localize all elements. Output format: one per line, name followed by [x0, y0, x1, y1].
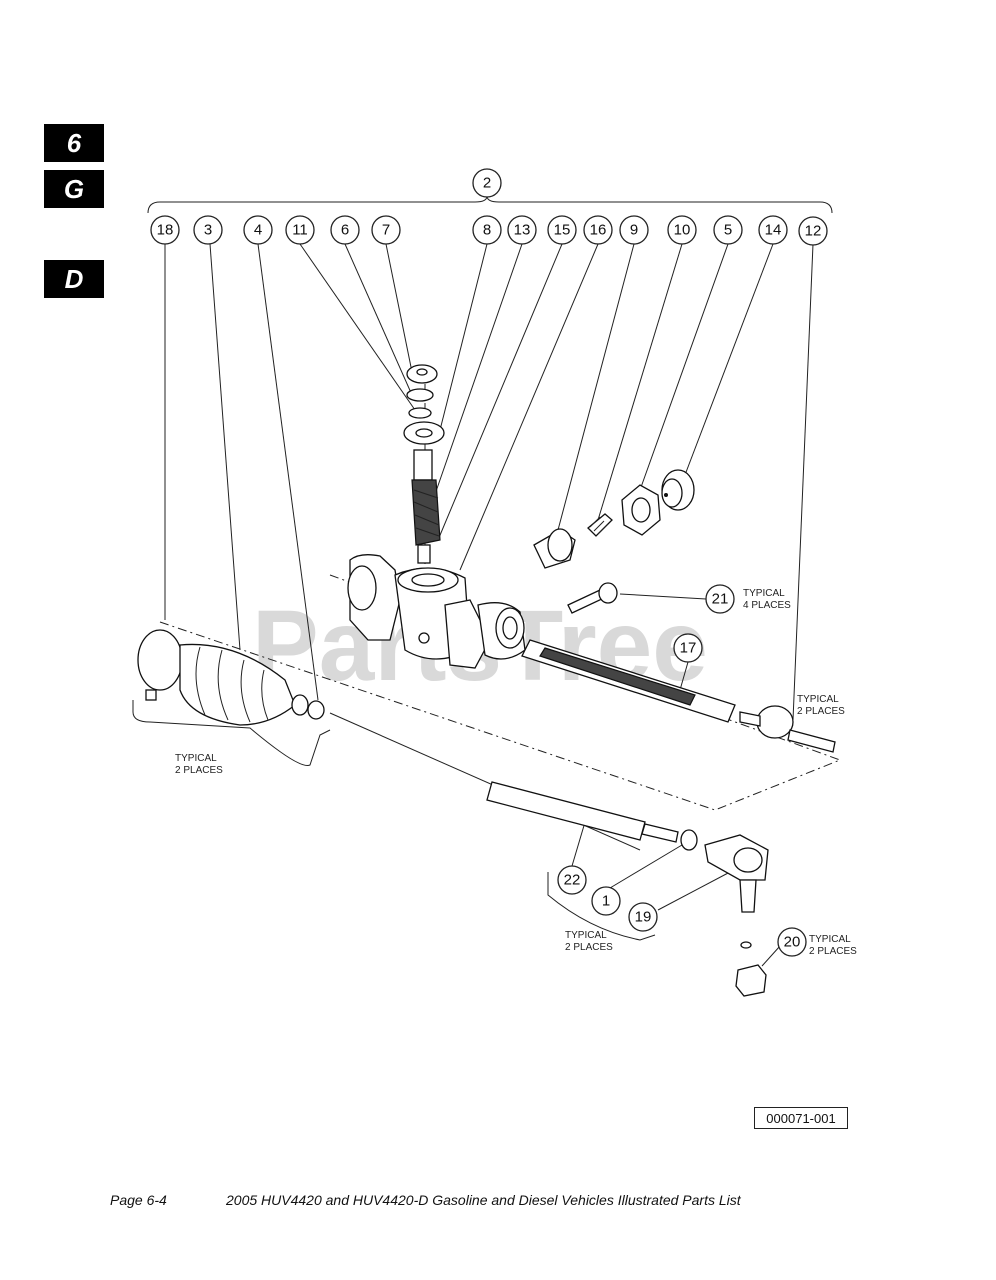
svg-text:2 PLACES: 2 PLACES — [175, 765, 223, 776]
callout-8: 8 — [472, 215, 502, 245]
svg-text:TYPICAL: TYPICAL — [743, 588, 785, 599]
note-boot: TYPICAL 2 PLACES — [175, 753, 223, 776]
drawing-number: 000071-001 — [754, 1107, 848, 1129]
svg-text:8: 8 — [483, 222, 491, 239]
tie-rod-end — [704, 834, 769, 997]
note-12: TYPICAL 2 PLACES — [797, 694, 845, 717]
svg-text:9: 9 — [630, 222, 638, 239]
svg-text:TYPICAL: TYPICAL — [175, 753, 217, 764]
svg-text:2 PLACES: 2 PLACES — [797, 706, 845, 717]
svg-text:TYPICAL: TYPICAL — [565, 930, 607, 941]
leader-lines — [164, 243, 814, 967]
section-tab-6: 6 — [44, 124, 104, 162]
callout-18: 18 — [150, 215, 180, 245]
svg-text:13: 13 — [514, 222, 531, 239]
callout-11: 11 — [285, 215, 315, 245]
svg-text:11: 11 — [292, 222, 308, 239]
note-tie-rod: TYPICAL 2 PLACES — [565, 930, 613, 953]
svg-text:18: 18 — [157, 222, 174, 239]
svg-text:TYPICAL: TYPICAL — [809, 934, 851, 945]
svg-text:4: 4 — [254, 222, 262, 239]
callout-1: 1 — [591, 886, 621, 916]
callout-2: 2 — [472, 168, 502, 198]
note-20: TYPICAL 2 PLACES — [809, 934, 857, 957]
callout-13: 13 — [507, 215, 537, 245]
section-tab-d: D — [44, 260, 104, 298]
svg-text:10: 10 — [674, 222, 691, 239]
svg-text:17: 17 — [680, 640, 697, 657]
boot-assembly — [137, 629, 325, 726]
svg-text:5: 5 — [724, 222, 732, 239]
svg-text:2 PLACES: 2 PLACES — [565, 942, 613, 953]
outer-tie-rod — [486, 781, 698, 851]
boot-bracket — [132, 700, 331, 767]
svg-text:1: 1 — [602, 893, 610, 910]
callout-5: 5 — [713, 215, 743, 245]
section-tab-g: G — [44, 170, 104, 208]
svg-text:16: 16 — [590, 222, 607, 239]
svg-text:15: 15 — [554, 222, 571, 239]
svg-text:14: 14 — [765, 222, 782, 239]
footer-page-number: Page 6-4 — [110, 1192, 167, 1208]
group-bracket — [147, 195, 833, 214]
svg-text:6: 6 — [341, 222, 349, 239]
callout-14: 14 — [758, 215, 788, 245]
callout-4: 4 — [243, 215, 273, 245]
svg-text:7: 7 — [382, 222, 390, 239]
svg-text:19: 19 — [635, 909, 652, 926]
callout-12: 12 — [798, 216, 828, 246]
callout-6: 6 — [330, 215, 360, 245]
callout-7: 7 — [371, 215, 401, 245]
callout-22: 22 — [557, 865, 587, 895]
svg-text:2: 2 — [483, 175, 491, 192]
callout-10: 10 — [667, 215, 697, 245]
svg-text:TYPICAL: TYPICAL — [797, 694, 839, 705]
inner-tie-rod — [739, 705, 836, 753]
rack — [521, 639, 736, 723]
rack-housing — [347, 554, 526, 669]
callout-17: 17 — [673, 633, 703, 663]
svg-text:21: 21 — [712, 591, 729, 608]
callout-16: 16 — [583, 215, 613, 245]
tie-rod-bracket — [547, 872, 656, 941]
svg-text:12: 12 — [805, 223, 822, 240]
callout-3: 3 — [193, 215, 223, 245]
pinion-stack — [403, 364, 445, 564]
adjuster-parts — [533, 469, 695, 569]
svg-text:22: 22 — [564, 872, 581, 889]
callout-15: 15 — [547, 215, 577, 245]
svg-text:3: 3 — [204, 222, 212, 239]
callout-9: 9 — [619, 215, 649, 245]
callout-21: 21 — [705, 584, 735, 614]
note-21: TYPICAL 4 PLACES — [743, 588, 791, 611]
svg-text:20: 20 — [784, 934, 801, 951]
callout-19: 19 — [628, 902, 658, 932]
callout-20: 20 — [777, 927, 807, 957]
mounting-bolt — [567, 582, 618, 614]
svg-text:4 PLACES: 4 PLACES — [743, 600, 791, 611]
svg-text:2 PLACES: 2 PLACES — [809, 946, 857, 957]
footer-document-title: 2005 HUV4420 and HUV4420-D Gasoline and … — [226, 1192, 741, 1208]
